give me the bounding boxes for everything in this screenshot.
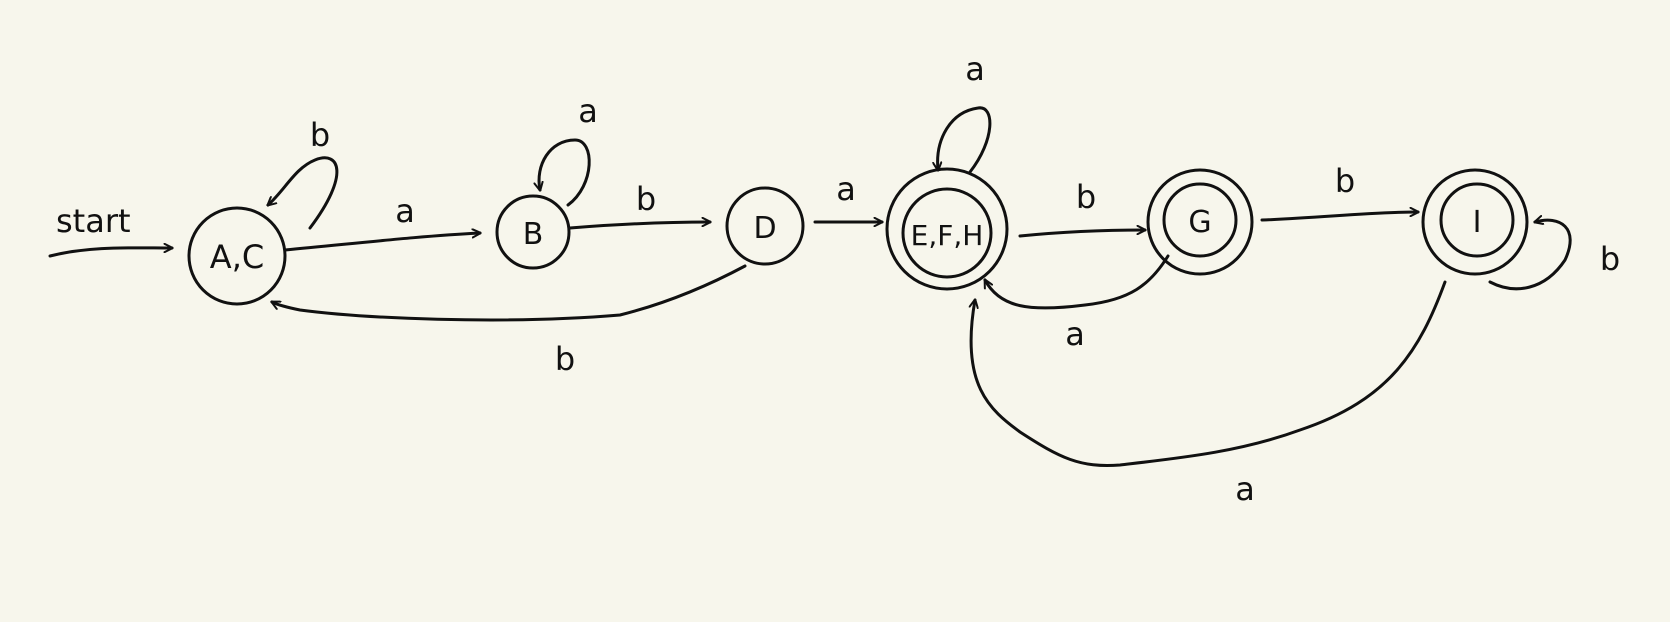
transition-b-b-label: a [578, 92, 598, 130]
transition-efh-g: b [1018, 178, 1145, 238]
transition-efh-efh: a [938, 50, 992, 174]
state-i-label: I [1473, 205, 1482, 240]
transition-ac-b-label: a [395, 192, 415, 230]
start-label: start [56, 202, 131, 240]
transition-d-efh: a [813, 170, 882, 222]
state-d: D [725, 186, 805, 266]
transition-efh-g-label: b [1076, 178, 1096, 216]
transition-b-d: b [568, 180, 710, 230]
state-i: I [1421, 168, 1529, 276]
transition-d-efh-label: a [836, 170, 856, 208]
transition-i-efh-label: a [1235, 470, 1255, 508]
state-ac-label: A,C [210, 238, 264, 276]
transition-g-i-label: b [1335, 162, 1355, 200]
transition-efh-efh-label: a [965, 50, 985, 88]
transition-d-ac-label: b [555, 340, 575, 378]
transition-i-i: b [1488, 220, 1620, 291]
state-g: G [1146, 168, 1254, 276]
transition-i-i-label: b [1600, 240, 1620, 278]
transition-ac-b: a [283, 192, 480, 252]
state-b-label: B [523, 217, 544, 252]
transition-b-b: a [539, 92, 598, 207]
transition-d-ac: b [272, 264, 747, 378]
transition-g-i: b [1260, 162, 1418, 222]
start-arrow: start [48, 202, 172, 258]
transition-ac-ac-label: b [310, 116, 330, 154]
state-ac: A,C [187, 206, 287, 306]
state-efh: E,F,H [885, 167, 1009, 291]
transition-i-efh: a [971, 280, 1447, 508]
transition-g-efh-label: a [1065, 315, 1085, 353]
transition-ac-ac: b [268, 116, 339, 230]
transition-g-efh: a [983, 254, 1170, 353]
transition-b-d-label: b [636, 180, 656, 218]
state-b: B [495, 194, 571, 270]
state-efh-label: E,F,H [911, 219, 984, 252]
state-g-label: G [1188, 205, 1211, 240]
state-d-label: D [753, 211, 776, 246]
